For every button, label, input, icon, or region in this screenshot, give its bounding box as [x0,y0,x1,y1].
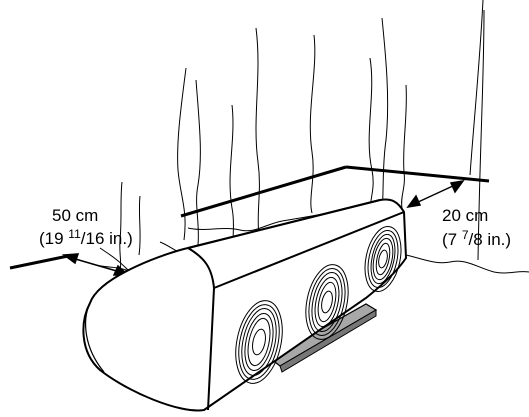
curtain [99,0,485,273]
driver-left [235,300,283,384]
left-imperial-frac-den: /16 in.) [80,229,133,248]
right-imperial-open: (7 [442,230,462,249]
left-imperial-open: (19 [39,229,69,248]
driver-right [364,226,402,292]
left-distance-metric: 50 cm [52,206,99,225]
left-distance-imperial: (19 11/16 in.) [39,228,133,250]
right-distance-metric: 20 cm [442,206,489,225]
right-imperial-frac-den: /8 in.) [468,230,512,249]
left-imperial-frac-num: 11 [68,227,81,241]
right-imperial-frac-num: 7 [461,228,469,242]
speaker-drivers [235,226,402,384]
driver-middle [305,264,349,340]
right-distance-imperial: (7 7/8 in.) [442,229,511,251]
wall-floor-lines [9,165,490,270]
